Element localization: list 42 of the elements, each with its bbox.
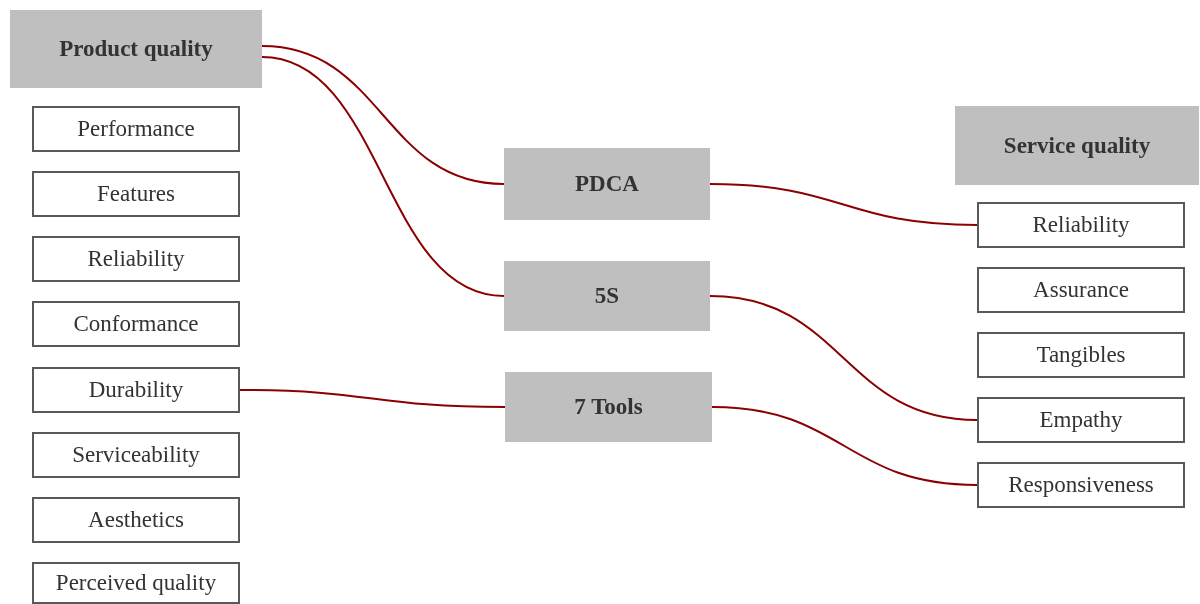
box-label: Assurance: [1033, 277, 1129, 303]
box-label: Responsiveness: [1008, 472, 1154, 498]
connector-line: [261, 45, 505, 185]
connector-line: [709, 183, 978, 226]
connector-line: [239, 389, 506, 408]
item-box: [977, 462, 1185, 508]
box-label: Aesthetics: [88, 507, 184, 533]
connector-line: [711, 406, 978, 486]
item-box: [32, 497, 240, 543]
box-label: Product quality: [59, 36, 213, 62]
item-box: [32, 171, 240, 217]
item-box: [977, 332, 1185, 378]
box-label: Conformance: [73, 311, 199, 337]
item-box: [32, 432, 240, 478]
category-box: [955, 106, 1199, 185]
box-label: Service quality: [1003, 132, 1151, 159]
box-label: Features: [97, 181, 175, 207]
box-label: Durability: [88, 377, 184, 403]
connector-line: [261, 56, 505, 297]
item-box: [977, 397, 1185, 443]
category-box: [505, 372, 712, 442]
item-box: [32, 106, 240, 152]
item-box: [32, 301, 240, 347]
item-box: [32, 236, 240, 282]
item-box: [32, 367, 240, 413]
category-box: [504, 148, 710, 220]
box-label: 5S: [594, 283, 620, 309]
box-label: Reliability: [1032, 212, 1130, 238]
box-label: 7 Tools: [574, 394, 643, 420]
box-label: Performance: [77, 116, 195, 142]
item-box: [32, 562, 240, 604]
category-box: [10, 10, 262, 88]
box-label: Reliability: [87, 246, 185, 272]
box-label: Perceived quality: [55, 570, 217, 596]
box-label: Empathy: [1039, 407, 1123, 433]
connector-line: [709, 295, 978, 421]
item-box: [977, 267, 1185, 313]
item-box: [977, 202, 1185, 248]
box-label: PDCA: [575, 171, 639, 197]
box-label: Tangibles: [1036, 342, 1126, 368]
category-box: [504, 261, 710, 331]
box-label: Serviceability: [72, 442, 200, 468]
